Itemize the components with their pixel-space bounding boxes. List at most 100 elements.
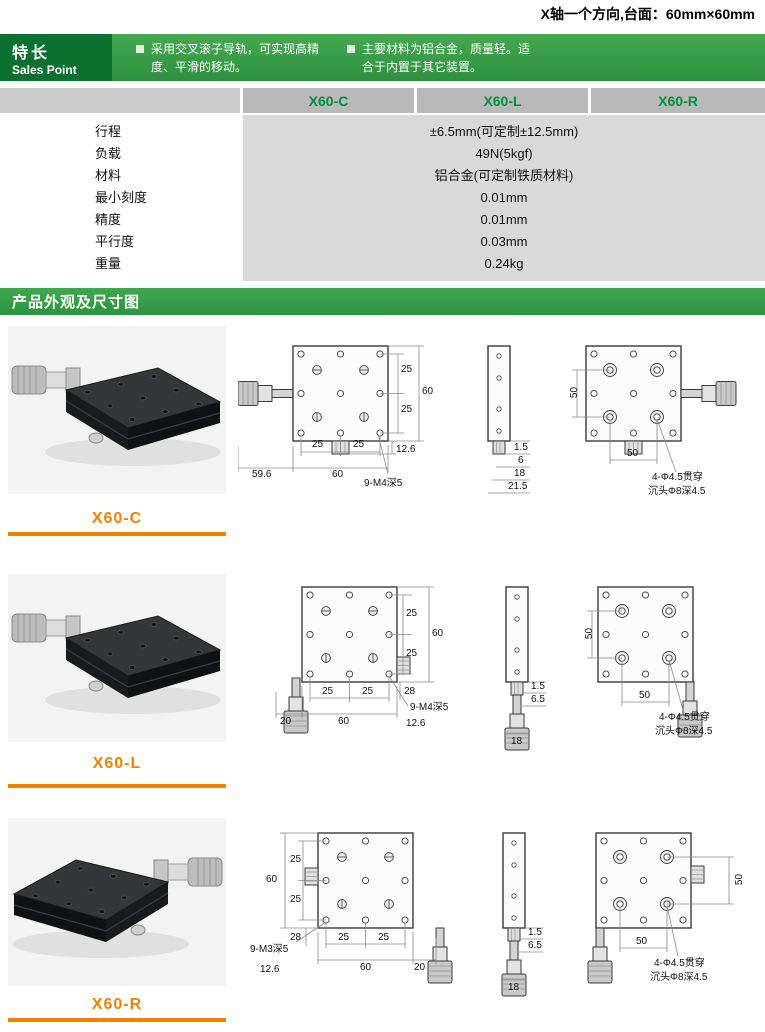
dim-note: 沉头Φ8深4.5 [648, 486, 706, 497]
dim-label: 25 [322, 686, 334, 697]
bullet-square-icon [136, 44, 144, 53]
front-view-x60c: 25 25 60 12.6 25 25 59.6 60 9-M4深5 [238, 338, 450, 508]
dim-label: 18 [511, 736, 523, 747]
front-view-x60l: 25 25 60 28 25 25 60 20 9-M4深5 12.6 [272, 582, 482, 757]
back-view-x60r: 50 50 4-Φ4.5贯穿 沉头Φ8深4.5 [576, 828, 763, 1003]
spec-row-value: 0.24kg [484, 256, 524, 271]
product-photo-x60c [8, 326, 226, 494]
side-view-x60r: 1.5 6.5 18 [477, 828, 557, 1003]
product-underline [8, 784, 226, 788]
back-view-drawing [587, 832, 734, 984]
spec-table-body: 行程 负载 材料 最小刻度 精度 平行度 重量 ±6.5mm(可定制±12.5m… [0, 115, 765, 281]
front-view-drawing [280, 832, 453, 984]
dim-label: 18 [514, 468, 526, 479]
stage-photo-illustration [8, 574, 226, 742]
dim-label: 1.5 [528, 927, 542, 938]
dim-label: 20 [280, 716, 292, 727]
spec-row-value: ±6.5mm(可定制±12.5mm) [429, 124, 579, 139]
dim-label: 18 [508, 982, 520, 993]
dim-label: 50 [636, 936, 648, 947]
product-name-x60l: X60-L [92, 755, 142, 772]
back-view-drawing [572, 345, 737, 473]
dim-note: 4-Φ4.5贯穿 [654, 958, 705, 969]
spec-column-x60l: X60-L [417, 88, 591, 113]
bullet-square-icon [347, 44, 355, 53]
sales-bullet-2: 主要材料为铝合金，质量轻。适合于内置于其它装置。 [347, 40, 534, 76]
dim-label: 12.6 [406, 718, 426, 729]
spec-column-x60c: X60-C [243, 88, 417, 113]
dim-label: 50 [584, 627, 596, 640]
spec-column-x60r: X60-R [591, 88, 765, 113]
dim-label: 6.5 [531, 694, 545, 705]
dim-label: 21.5 [508, 481, 528, 492]
dim-label: 6 [518, 455, 524, 466]
sales-bullet-1-text: 采用交叉滚子导轨，可实现高精度、平滑的移动。 [151, 41, 320, 74]
dim-label: 25 [290, 894, 302, 905]
back-view-x60c: 50 50 4-Φ4.5贯穿 沉头Φ8深4.5 [568, 338, 760, 508]
dim-label: 12.6 [260, 964, 280, 975]
dim-label: 25 [338, 932, 350, 943]
spec-row-value: 0.01mm [480, 212, 528, 227]
dim-note: 4-Φ4.5贯穿 [659, 712, 710, 723]
dim-label: 50 [569, 386, 581, 399]
spec-row-value: 0.01mm [480, 190, 528, 205]
product-name-x60r: X60-R [91, 996, 143, 1013]
dim-label: 25 [290, 854, 302, 865]
side-view-drawing [504, 586, 546, 751]
dim-label: 60 [332, 469, 344, 480]
spec-row-label: 最小刻度 [95, 190, 148, 205]
dim-label: 1.5 [514, 442, 528, 453]
dim-label: 60 [266, 874, 278, 885]
product-block-x60l: X60-L 25 25 6 [0, 566, 765, 810]
dim-label: 20 [414, 962, 426, 973]
dim-label: 12.6 [396, 444, 416, 455]
sales-bullet-2-text: 主要材料为铝合金，质量轻。适合于内置于其它装置。 [362, 41, 531, 74]
product-underline [8, 532, 226, 536]
dim-label: 60 [338, 716, 350, 727]
dim-label: 6.5 [528, 940, 542, 951]
spec-label-column: 行程 负载 材料 最小刻度 精度 平行度 重量 [0, 115, 243, 281]
product-photo-x60r [8, 818, 226, 986]
product-name-x60c: X60-C [91, 510, 143, 527]
sales-point-title-en: Sales Point [12, 62, 77, 77]
front-view-drawing [238, 345, 424, 475]
sales-bullet-1: 采用交叉滚子导轨，可实现高精度、平滑的移动。 [136, 40, 323, 76]
spec-table: X60-C X60-L X60-R 行程 负载 材料 最小刻度 精度 平行度 重… [0, 88, 765, 281]
spec-row-label: 负载 [95, 146, 122, 161]
back-view-drawing [587, 586, 703, 738]
dim-label: 60 [432, 628, 444, 639]
dim-note: 沉头Φ8深4.5 [650, 972, 708, 983]
stage-photo-illustration [8, 326, 226, 494]
spec-value-panel: ±6.5mm(可定制±12.5mm) 49N(5kgf) 铝合金(可定制铁质材料… [243, 115, 765, 281]
stage-photo-illustration [8, 818, 226, 986]
spec-row-value: 铝合金(可定制铁质材料) [434, 168, 574, 183]
front-view-drawing [275, 586, 434, 734]
dim-label: 25 [362, 686, 374, 697]
sales-point-title-cn: 特长 [12, 44, 51, 62]
dim-label: 25 [406, 648, 418, 659]
spec-row-label: 精度 [95, 212, 122, 227]
product-photo-x60l [8, 574, 226, 742]
side-view-x60c: 1.5 6 18 21.5 [462, 338, 552, 508]
spec-row-label: 行程 [95, 124, 122, 139]
spec-row-value: 49N(5kgf) [475, 146, 533, 161]
front-view-x60r: 25 25 60 28 9-M3深5 12.6 25 25 60 20 [248, 828, 470, 1003]
spec-row-label: 平行度 [95, 234, 135, 249]
product-block-x60c: X60-C 25 25 6 [0, 318, 765, 566]
dim-label: 1.5 [531, 681, 545, 692]
side-view-x60l: 1.5 6.5 18 [480, 582, 562, 757]
side-view-drawing [487, 345, 530, 494]
section-header: 产品外观及尺寸图 [0, 288, 765, 315]
dim-label: 50 [639, 690, 651, 701]
dim-label: 25 [378, 932, 390, 943]
dim-label: 25 [406, 608, 418, 619]
dim-label: 50 [627, 448, 639, 459]
dim-label: 25 [401, 404, 413, 415]
dim-label: 59.6 [252, 469, 272, 480]
dim-note: 9-M3深5 [250, 944, 289, 955]
dim-note: 沉头Φ8深4.5 [655, 726, 713, 737]
dim-label: 60 [422, 386, 434, 397]
dim-label: 28 [290, 932, 302, 943]
dim-note: 9-M4深5 [364, 478, 403, 489]
